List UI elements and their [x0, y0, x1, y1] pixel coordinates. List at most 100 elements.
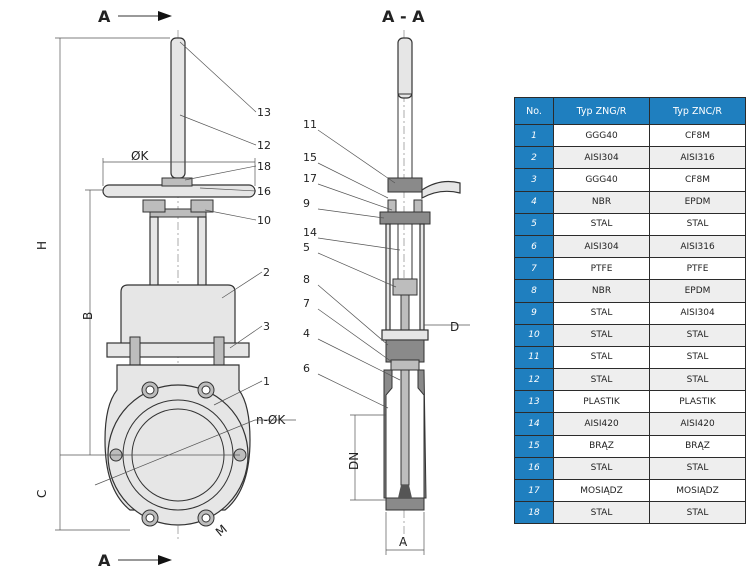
material-zng: AISI420 — [553, 412, 650, 436]
row-number: 18 — [514, 501, 554, 525]
material-znc: STAL — [649, 345, 746, 370]
material-znc: AISI316 — [649, 146, 746, 170]
dim-c: C — [35, 490, 49, 498]
material-znc: AISI316 — [649, 234, 746, 259]
material-zng: AISI304 — [553, 146, 650, 170]
material-znc: EPDM — [649, 279, 746, 303]
leader-4: 4 — [303, 327, 310, 340]
section-title: A - A — [382, 7, 425, 26]
row-number: 10 — [514, 323, 554, 347]
header-no: No. — [514, 97, 554, 125]
material-zng: GGG40 — [553, 168, 650, 192]
leader-1: 1 — [263, 375, 270, 388]
stem-coupling — [392, 278, 418, 296]
material-znc: STAL — [649, 501, 746, 525]
material-znc: STAL — [649, 323, 746, 347]
material-znc: MOSIĄDZ — [649, 478, 746, 503]
section-arrow-bottom — [158, 555, 172, 565]
row-number: 4 — [514, 190, 554, 214]
leader-7: 7 — [303, 297, 310, 310]
leader-15: 15 — [303, 151, 317, 164]
material-znc: AISI420 — [649, 412, 746, 436]
row-number: 8 — [514, 279, 554, 303]
row-number: 1 — [514, 123, 554, 148]
material-zng: STAL — [553, 323, 650, 347]
section-label-top: A — [98, 7, 111, 26]
gate-plate — [400, 294, 410, 486]
dim-h: H — [35, 241, 49, 250]
material-znc: BRĄZ — [649, 434, 746, 458]
leader-5: 5 — [303, 241, 310, 254]
material-znc: PTFE — [649, 257, 746, 281]
row-number: 7 — [514, 257, 554, 281]
material-znc: AISI304 — [649, 301, 746, 325]
stem-cap-rod — [170, 37, 186, 179]
section-stem — [397, 93, 413, 190]
leader-13: 13 — [257, 106, 271, 119]
dim-b: B — [81, 312, 95, 320]
front-view: A A — [35, 7, 296, 570]
row-number: 11 — [514, 345, 554, 370]
leader-8: 8 — [303, 273, 310, 286]
row-number: 5 — [514, 212, 554, 236]
material-zng: NBR — [553, 279, 650, 303]
gland-flange — [106, 342, 250, 358]
material-znc: STAL — [649, 368, 746, 392]
material-znc: STAL — [649, 456, 746, 481]
dim-m: M — [213, 522, 230, 539]
material-znc: PLASTIK — [649, 390, 746, 414]
leader-16: 16 — [257, 185, 271, 198]
row-number: 14 — [514, 412, 554, 436]
leader-9: 9 — [303, 197, 310, 210]
leader-3: 3 — [263, 320, 270, 333]
row-number: 12 — [514, 368, 554, 392]
leader-6: 6 — [303, 362, 310, 375]
leader-2: 2 — [263, 266, 270, 279]
header-zng: Typ ZNG/R — [553, 97, 650, 125]
material-znc: CF8M — [649, 168, 746, 192]
material-zng: STAL — [553, 368, 650, 392]
row-number: 2 — [514, 146, 554, 170]
table-header-row: No. Typ ZNG/R Typ ZNC/R — [514, 97, 746, 125]
section-arrow-top — [158, 11, 172, 21]
dim-d: D — [450, 320, 459, 334]
handwheel — [102, 184, 256, 198]
row-number: 17 — [514, 478, 554, 503]
hand-nut — [161, 177, 193, 187]
material-zng: GGG40 — [553, 123, 650, 148]
material-znc: STAL — [649, 212, 746, 236]
material-zng: STAL — [553, 501, 650, 525]
material-zng: AISI304 — [553, 234, 650, 259]
bonnet — [120, 284, 236, 346]
dim-dn: DN — [347, 452, 361, 470]
section-view: A - A D DN — [303, 7, 470, 555]
section-label-bottom: A — [98, 551, 111, 570]
material-znc: EPDM — [649, 190, 746, 214]
packing-section — [385, 339, 425, 363]
leader-18: 18 — [257, 160, 271, 173]
material-znc: CF8M — [649, 123, 746, 148]
row-number: 15 — [514, 434, 554, 458]
row-number: 6 — [514, 234, 554, 259]
dim-holes: n-ØK — [256, 413, 286, 427]
row-number: 3 — [514, 168, 554, 192]
material-zng: NBR — [553, 190, 650, 214]
leader-10: 10 — [257, 214, 271, 227]
material-zng: BRĄZ — [553, 434, 650, 458]
